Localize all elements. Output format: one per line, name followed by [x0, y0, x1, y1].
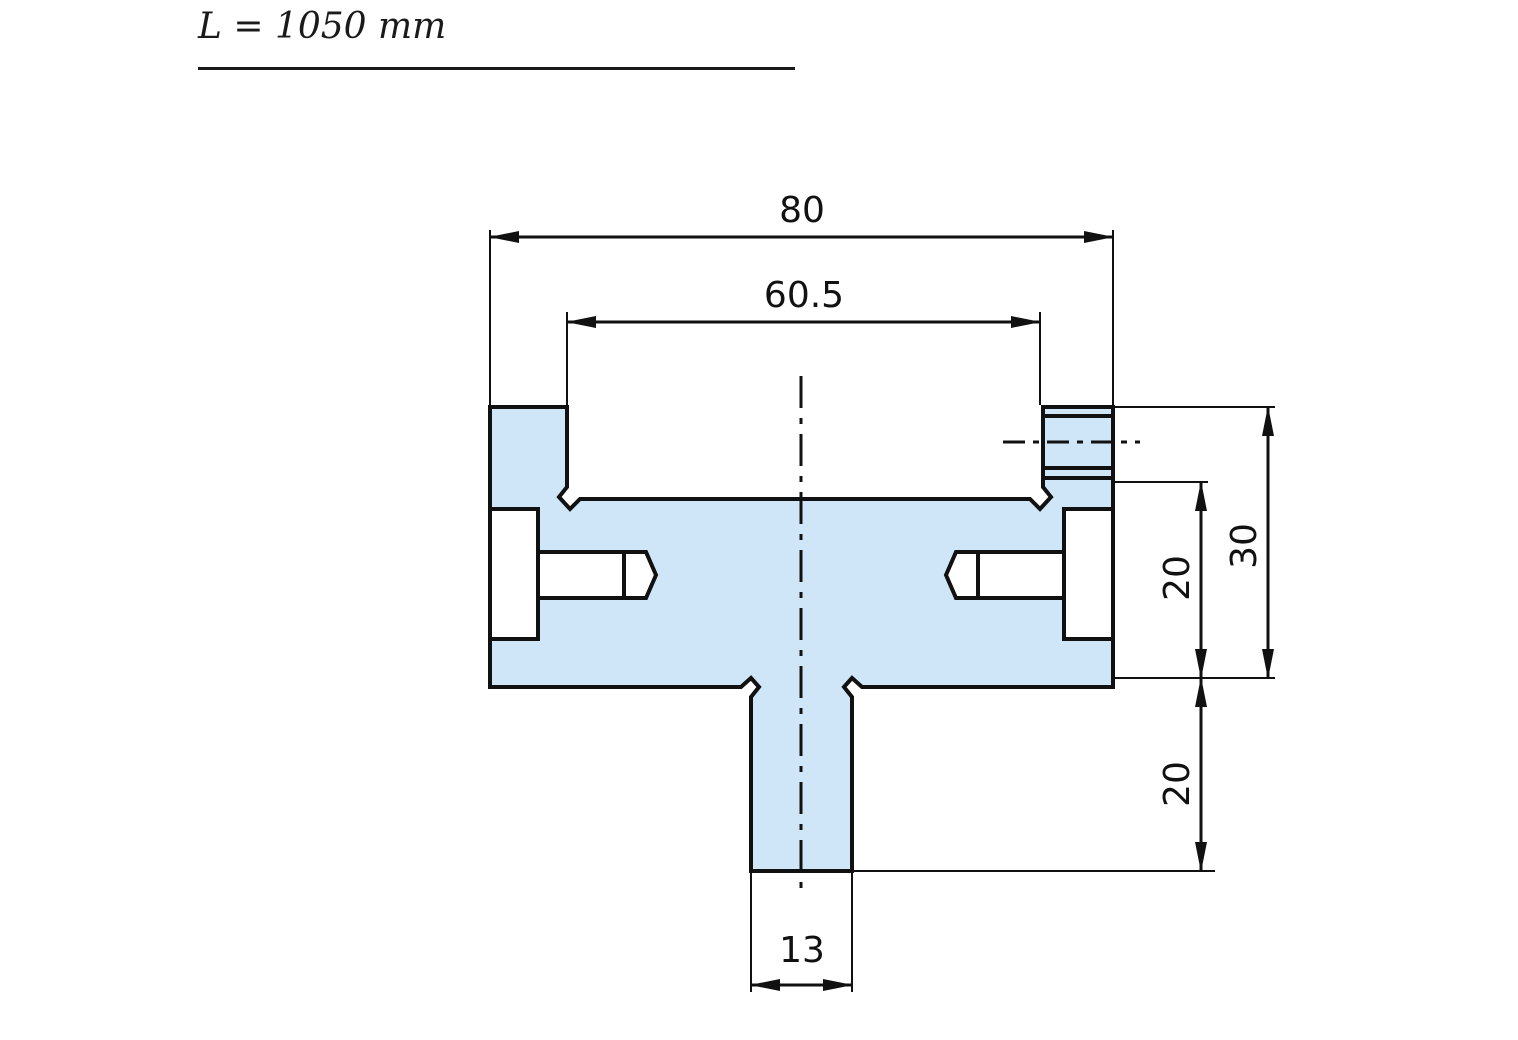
- dim-80-label: 80: [779, 190, 825, 231]
- right-tongue-detail: [1043, 414, 1113, 480]
- dim-13-label: 13: [779, 930, 825, 971]
- right-screw-pocket: [943, 507, 1115, 641]
- length-underline: [198, 67, 795, 70]
- dim-20-lower-label: 20: [1157, 761, 1198, 807]
- left-screw-pocket: [488, 507, 659, 641]
- dim-30-label: 30: [1224, 523, 1265, 569]
- extension-lines: [489, 230, 1275, 992]
- length-label: L = 1050 mm: [198, 6, 447, 47]
- dim-20-upper-label: 20: [1157, 555, 1198, 601]
- dimension-lines: [489, 231, 1274, 991]
- dim-60-5-label: 60.5: [764, 275, 844, 316]
